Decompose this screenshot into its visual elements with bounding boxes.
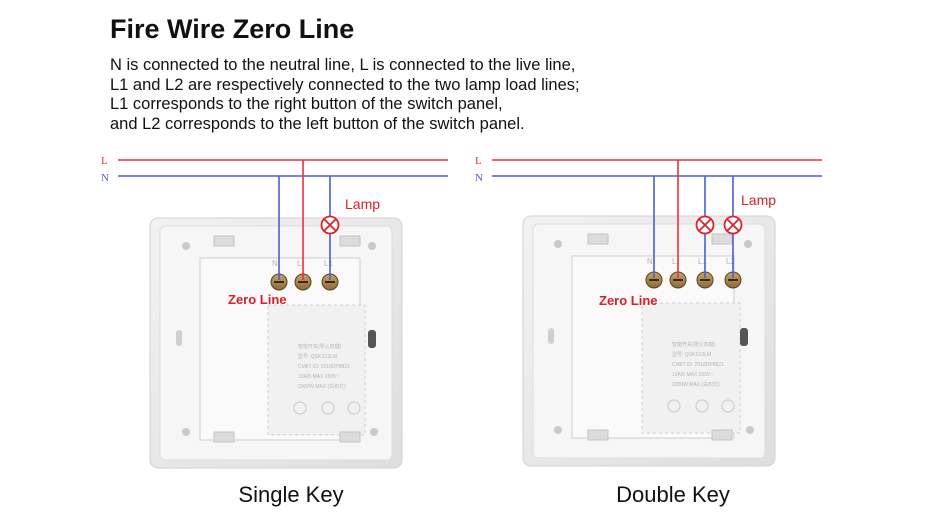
bottom-clip xyxy=(711,429,733,441)
module-board xyxy=(641,302,741,434)
top-clip xyxy=(339,235,361,247)
top-clip xyxy=(711,233,733,245)
cert-mark xyxy=(721,399,735,413)
screw-hole xyxy=(182,428,190,436)
neutral-line-label-right: N xyxy=(475,172,483,184)
terminal-label-l2: L2 xyxy=(726,257,735,266)
cert-mark xyxy=(321,401,335,415)
lamp-icon xyxy=(695,215,715,235)
side-slot xyxy=(368,330,376,348)
spec-line-1: 智能开关(零火双键) xyxy=(298,343,342,350)
terminal-n xyxy=(645,271,663,289)
side-slot xyxy=(548,328,554,344)
screw-hole xyxy=(368,242,376,250)
description-line-4: and L2 corresponds to the left button of… xyxy=(110,114,525,133)
screw-hole xyxy=(746,426,754,434)
lamp-icon xyxy=(723,215,743,235)
side-slot xyxy=(740,328,748,346)
screw-hole xyxy=(182,242,190,250)
neutral-line-label-left: N xyxy=(101,172,109,184)
side-slot xyxy=(176,330,182,346)
bottom-clip xyxy=(587,429,609,441)
lamp-icon xyxy=(320,215,340,235)
zero-line-label: Zero Line xyxy=(228,292,287,307)
terminal-label-n: N xyxy=(272,259,278,268)
live-line-label-right: L xyxy=(475,155,482,167)
description-line-1: N is connected to the neutral line, L is… xyxy=(110,56,576,74)
screw-hole xyxy=(744,240,752,248)
bottom-clip xyxy=(339,431,361,443)
description: N is connected to the neutral line, L is… xyxy=(110,56,580,134)
top-clip xyxy=(213,235,235,247)
spec-line-5: 2000W MAX (白炽灯) xyxy=(672,381,720,388)
screw-hole xyxy=(370,428,378,436)
terminal-label-n: N xyxy=(647,257,653,266)
module-board xyxy=(267,304,366,436)
cert-mark xyxy=(347,401,361,415)
spec-line-4: 10A/5 MAX 250V~ xyxy=(672,372,713,378)
terminal-label-l: L xyxy=(672,257,677,266)
zero-line-label: Zero Line xyxy=(599,293,658,308)
lamp-label: Lamp xyxy=(345,196,380,212)
spec-line-2: 型号: QSKS12LM xyxy=(298,353,337,360)
screw-hole xyxy=(554,240,562,248)
terminal-label-l1: L1 xyxy=(324,259,333,268)
spec-line-4: 10A/5 MAX 250V~ xyxy=(298,374,339,380)
lamp-label: Lamp xyxy=(741,192,776,208)
screw-hole xyxy=(554,426,562,434)
panel-single-key: N L L1 智能开关(零火双键) 型号: QSKS12LM CMIIT ID:… xyxy=(149,217,403,469)
top-clip xyxy=(587,233,609,245)
caption-single-key: Single Key xyxy=(238,482,344,507)
live-line-label-left: L xyxy=(101,155,108,167)
spec-line-3: CMIIT ID: 2018DP8821 xyxy=(672,362,724,368)
spec-line-2: 型号: QSKS12LM xyxy=(672,351,711,358)
spec-line-3: CMIIT ID: 2018DP8821 xyxy=(298,364,350,370)
cert-mark xyxy=(293,401,307,415)
terminal-label-l: L xyxy=(297,259,302,268)
panel-double-key: N L L1 L2 智能开关(零火双键) 型号: QSKS12LM CMIIT … xyxy=(522,215,776,467)
spec-line-5: 2000W MAX (白炽灯) xyxy=(298,383,346,390)
description-line-2: L1 and L2 are respectively connected to … xyxy=(110,75,580,94)
description-line-3: L1 corresponds to the right button of th… xyxy=(110,95,503,113)
cert-mark xyxy=(667,399,681,413)
page-title: Fire Wire Zero Line xyxy=(110,14,355,44)
cert-mark xyxy=(695,399,709,413)
terminal-n xyxy=(270,273,288,291)
terminal-label-l1: L1 xyxy=(698,257,707,266)
spec-line-1: 智能开关(零火双键) xyxy=(672,341,716,348)
bottom-clip xyxy=(213,431,235,443)
caption-double-key: Double Key xyxy=(616,482,730,507)
